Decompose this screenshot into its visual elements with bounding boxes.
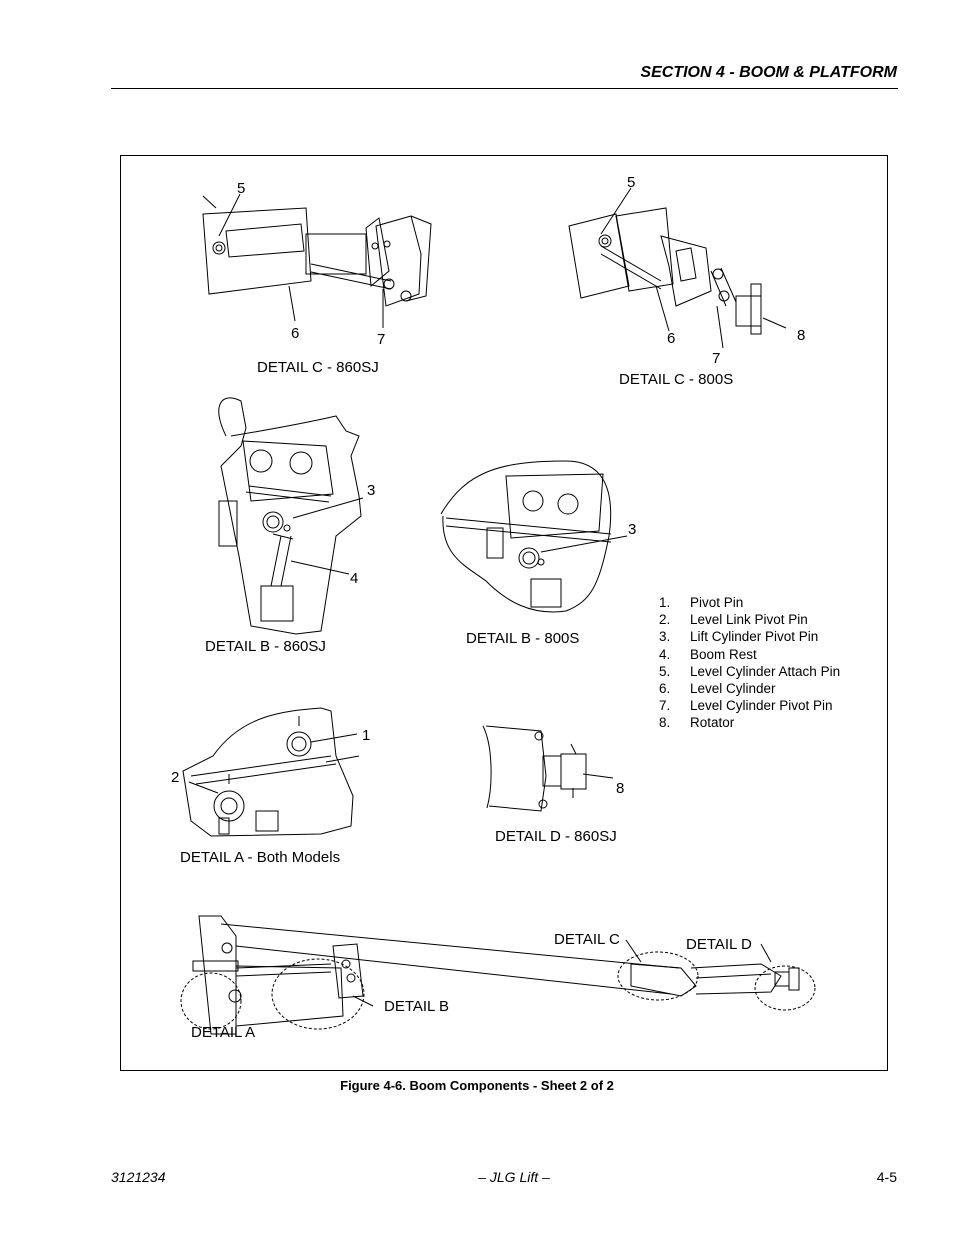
publisher: – JLG Lift – bbox=[478, 1169, 550, 1185]
figure-caption: Figure 4-6. Boom Components - Sheet 2 of… bbox=[340, 1078, 614, 1093]
parts-legend: 1. Pivot Pin 2. Level Link Pivot Pin 3. Lif… bbox=[659, 594, 840, 732]
legend-number: 3. bbox=[659, 629, 671, 645]
legend-label: Level Cylinder Attach Pin bbox=[690, 663, 841, 679]
legend-label: Level Link Pivot Pin bbox=[690, 612, 808, 628]
callout-2: 2 bbox=[171, 769, 179, 786]
callout-6-800s: 6 bbox=[667, 330, 675, 347]
legend-item: 6. Level Cylinder bbox=[659, 680, 840, 697]
legend-label: Boom Rest bbox=[690, 646, 757, 662]
detail-d-drawing bbox=[482, 725, 614, 812]
label-detail-c-800s: DETAIL C - 800S bbox=[619, 371, 733, 388]
header-rule bbox=[111, 88, 898, 89]
label-overview-detail-d: DETAIL D bbox=[686, 936, 752, 953]
callout-8-800s: 8 bbox=[797, 327, 805, 344]
callout-7-860sj: 7 bbox=[377, 331, 385, 348]
label-detail-c-860sj: DETAIL C - 860SJ bbox=[257, 359, 379, 376]
boom-components-drawing: 5 6 7 5 6 7 8 3 4 3 1 2 8 DETAIL C - 860… bbox=[171, 174, 816, 1041]
figure-frame: 5 6 7 5 6 7 8 3 4 3 1 2 8 DETAIL C - 860… bbox=[120, 155, 888, 1071]
section-title: SECTION 4 - BOOM & PLATFORM bbox=[640, 64, 897, 81]
legend-number: 1. bbox=[659, 595, 671, 610]
doc-number: 3121234 bbox=[111, 1169, 166, 1185]
legend-item: 5. Level Cylinder Attach Pin bbox=[659, 663, 840, 680]
legend-item: 2. Level Link Pivot Pin bbox=[659, 611, 840, 628]
label-overview-detail-b: DETAIL B bbox=[384, 998, 449, 1015]
detail-b-800s-drawing bbox=[440, 460, 628, 613]
legend-item: 3. Lift Cylinder Pivot Pin bbox=[659, 628, 840, 645]
legend-number: 7. bbox=[659, 698, 671, 714]
legend-number: 8. bbox=[659, 715, 671, 731]
legend-label: Rotator bbox=[690, 715, 735, 731]
legend-item: 7. Level Cylinder Pivot Pin bbox=[659, 697, 840, 714]
callout-4-860sj: 4 bbox=[350, 570, 358, 587]
callout-1: 1 bbox=[362, 727, 370, 744]
label-overview-detail-c: DETAIL C bbox=[554, 931, 620, 948]
legend-item: 4. Boom Rest bbox=[659, 646, 840, 663]
callout-3-860sj: 3 bbox=[367, 482, 375, 499]
legend-item: 8. Rotator bbox=[659, 714, 840, 731]
detail-c-800s-drawing bbox=[568, 187, 787, 349]
label-overview-detail-a: DETAIL A bbox=[191, 1024, 255, 1041]
legend-label: Level Cylinder bbox=[690, 681, 776, 697]
legend-number: 2. bbox=[659, 612, 671, 628]
label-detail-b-860sj: DETAIL B - 860SJ bbox=[205, 638, 326, 655]
detail-a-drawing bbox=[182, 707, 360, 837]
legend-label: Level Cylinder Pivot Pin bbox=[690, 698, 833, 714]
detail-b-860sj-drawing bbox=[218, 397, 364, 635]
legend-number: 4. bbox=[659, 646, 671, 662]
page-number: 4-5 bbox=[876, 1169, 897, 1185]
legend-item: 1. Pivot Pin bbox=[659, 594, 840, 611]
legend-number: 6. bbox=[659, 681, 671, 697]
callout-8-860sj: 8 bbox=[616, 780, 624, 797]
legend-label: Lift Cylinder Pivot Pin bbox=[690, 629, 819, 645]
legend-label: Pivot Pin bbox=[690, 595, 744, 610]
callout-7-800s: 7 bbox=[712, 350, 720, 367]
callout-3-800s: 3 bbox=[628, 521, 636, 538]
legend-number: 5. bbox=[659, 663, 671, 679]
label-detail-a-both: DETAIL A - Both Models bbox=[180, 849, 340, 866]
detail-c-860sj-drawing bbox=[202, 193, 432, 328]
callout-5-860sj: 5 bbox=[237, 180, 245, 197]
label-detail-b-800s: DETAIL B - 800S bbox=[466, 630, 579, 647]
callout-5-800s: 5 bbox=[627, 174, 635, 191]
boom-overview-drawing bbox=[180, 915, 816, 1035]
label-detail-d-860sj: DETAIL D - 860SJ bbox=[495, 828, 617, 845]
callout-6-860sj: 6 bbox=[291, 325, 299, 342]
